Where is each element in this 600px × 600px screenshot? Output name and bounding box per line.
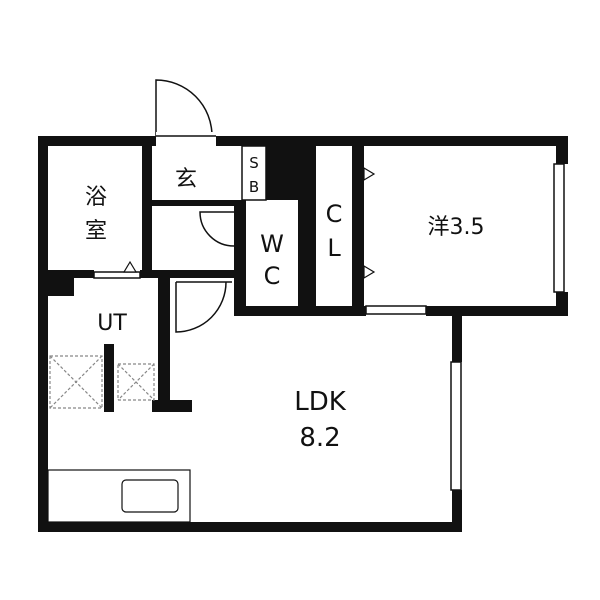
closet-label-1: C [326, 200, 343, 228]
wall-service-core [276, 146, 306, 200]
wall-fridge-divider [104, 344, 114, 412]
shoe-box-label-2: B [249, 178, 259, 196]
wall-cl-left [306, 146, 316, 316]
shoe-box-frame [241, 145, 267, 201]
walls [38, 136, 568, 532]
window-ldk-right [450, 361, 462, 491]
wall-entrance-bottom [152, 200, 246, 206]
wall-right-west-top [556, 136, 568, 164]
wall-top-left [38, 136, 156, 146]
wall-bath-bottom-right [140, 270, 236, 278]
wall-wc-right [298, 200, 308, 316]
wc-door [199, 211, 235, 247]
wall-sb-right [266, 146, 276, 200]
toilet-label-1: W [260, 230, 284, 258]
closet-markers [122, 166, 376, 280]
bath-label-2: 室 [85, 219, 107, 244]
window-west-room-bottom [365, 305, 427, 315]
entrance-label: 玄 [175, 167, 197, 192]
wall-right-ldk-low [452, 490, 462, 532]
western-room-label: 洋3.5 [428, 215, 485, 240]
ldk-label-2: 8.2 [299, 423, 340, 453]
wall-bottom [38, 522, 462, 532]
closet-label-2: L [327, 234, 341, 262]
wall-west-bottom-right [426, 306, 568, 316]
wall-ut-left-stub [38, 278, 74, 296]
wall-top-right [216, 136, 568, 146]
wall-cl-right [352, 146, 364, 316]
wall-wc-left [234, 200, 246, 316]
wall-left [38, 136, 48, 532]
toilet-label-2: C [264, 262, 281, 290]
doors [93, 79, 235, 333]
shoe-box-label-1: S [249, 154, 259, 172]
ldk-door [175, 281, 232, 333]
kitchen-counter [47, 469, 191, 523]
utility-label: UT [97, 311, 127, 336]
wall-ut-bottom-stub [152, 400, 192, 412]
entrance-door [155, 79, 213, 137]
kitchen [47, 469, 191, 523]
wall-bath-entrance [142, 136, 152, 276]
wall-ut-right [158, 278, 170, 404]
windows [365, 163, 565, 491]
ldk-label-1: LDK [294, 387, 347, 417]
wall-right-ldk [452, 306, 462, 362]
window-west-room-right [553, 163, 565, 293]
washing-machine-space [49, 355, 155, 409]
bath-label-1: 浴 [85, 185, 107, 210]
kitchen-sink [121, 479, 179, 513]
wall-bath-bottom [38, 270, 94, 278]
ut-door-frame [93, 271, 141, 279]
